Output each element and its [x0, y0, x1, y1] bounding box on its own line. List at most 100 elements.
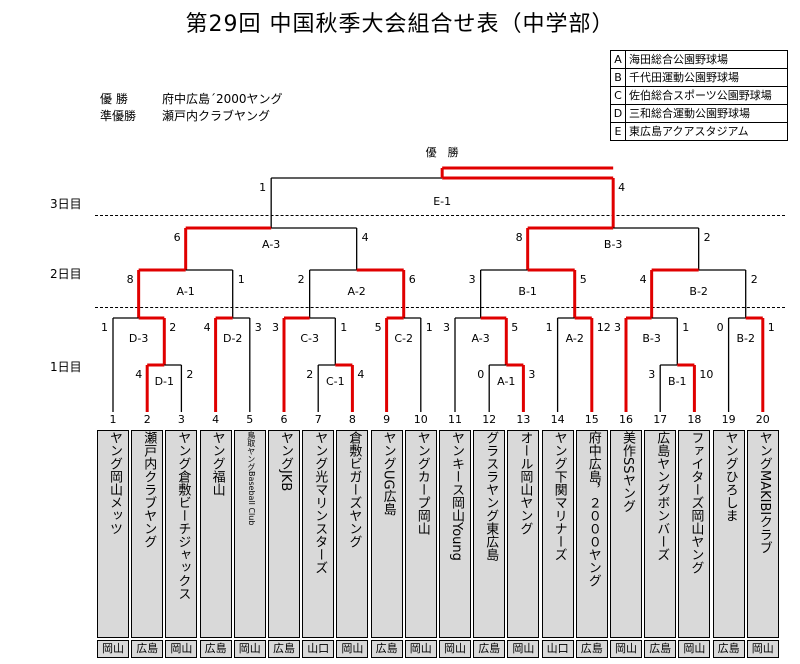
team-name: ヤング下関マリナーズ [551, 431, 567, 561]
team-number: 12 [482, 413, 497, 426]
team-entry: ヤンキース岡山Young [439, 430, 471, 638]
bracket-label: 1 [768, 321, 775, 334]
bracket-label: B-1 [668, 375, 687, 388]
bracket-label: 3 [443, 321, 450, 334]
bracket-label: 2 [704, 231, 711, 244]
team-entry: ヤング福山 [199, 430, 232, 638]
bracket-label: B-2 [689, 285, 708, 298]
bracket-label: B-3 [642, 332, 661, 345]
day-label-1: 1日目 [50, 360, 82, 374]
bracket-label: 2 [751, 273, 758, 286]
bracket-label: 1 [259, 181, 266, 194]
bracket-label: 4 [640, 273, 647, 286]
bracket-label: 6 [409, 273, 416, 286]
bracket-label: B-2 [736, 332, 755, 345]
bracket-label: 5 [580, 273, 587, 286]
team-entry: グラスラヤング東広島 [473, 430, 506, 638]
bracket-label: A-2 [348, 285, 366, 298]
team-name: オール岡山ヤング [517, 431, 533, 535]
result-team: 府中広島´2000ヤング [162, 92, 283, 106]
bracket-label: B-3 [604, 238, 623, 251]
bracket-label: 3 [255, 321, 262, 334]
team-entry: 鳥取ヤングBaseball Club [233, 430, 266, 638]
bracket-label: 2 [169, 321, 176, 334]
page-title: 第29回 中国秋季大会組合せ表（中学部） [185, 12, 615, 37]
team-name: ヤングJKB [278, 431, 293, 492]
team-entry: ファイターズ岡山ヤング [678, 430, 711, 638]
team-name: 瀬戸内クラブヤング [141, 431, 157, 548]
venue-code: A [611, 51, 626, 68]
team-number: 14 [550, 413, 565, 426]
team-name: グラスラヤング東広島 [483, 431, 499, 561]
team-number: 2 [143, 413, 151, 426]
bracket-label: 3 [469, 273, 476, 286]
day-divider [95, 215, 785, 216]
day-label-3: 3日目 [50, 197, 82, 211]
team-prefecture: 岡山 [404, 640, 437, 658]
bracket-label: C-1 [326, 375, 345, 388]
team-number: 7 [314, 413, 322, 426]
team-prefecture: 岡山 [336, 640, 369, 658]
team-number: 8 [348, 413, 356, 426]
bracket-label: 2 [186, 368, 193, 381]
bracket-label: 4 [204, 321, 211, 334]
team-name: 鳥取ヤングBaseball Club [246, 431, 256, 526]
team-prefecture: 広島 [370, 640, 403, 658]
bracket-label: 5 [511, 321, 518, 334]
team-prefecture: 広島 [131, 640, 164, 658]
team-entry: ヤングUG広島 [370, 430, 403, 638]
team-entry: オール岡山ヤング [507, 430, 540, 638]
result-label: 準優勝 [100, 109, 137, 123]
bracket-label: 10 [699, 368, 713, 381]
team-name: ヤング岡山メッツ [107, 431, 122, 535]
bracket-label: D-1 [155, 375, 174, 388]
team-name: 広島ヤングボンバーズ [654, 431, 670, 561]
bracket-label: 1 [426, 321, 433, 334]
bracket-label: 3 [614, 321, 621, 334]
team-name: ファイターズ岡山ヤング [688, 431, 704, 574]
team-entry: ヤング岡山メッツ [97, 430, 129, 638]
team-prefecture: 広島 [268, 640, 300, 658]
team-name: ヤング福山 [209, 431, 225, 496]
team-number: 5 [246, 413, 254, 426]
team-name: ヤング倉敷ビーチジャックス [175, 431, 191, 600]
venue-code: C [611, 87, 626, 104]
bracket-label: 1 [340, 321, 347, 334]
team-prefecture: 岡山 [165, 640, 198, 658]
day-divider [95, 307, 785, 308]
team-number: 3 [177, 413, 185, 426]
team-entry: 倉敷ビガーズヤング [336, 430, 369, 638]
bracket-label: A-2 [566, 332, 584, 345]
result-label: 優 勝 [100, 92, 128, 106]
team-prefecture: 岡山 [507, 640, 540, 658]
bracket-label: A-1 [497, 375, 515, 388]
team-number: 11 [448, 413, 462, 426]
team-entry: ヤングひろしま [712, 430, 745, 638]
team-prefecture: 山口 [302, 640, 335, 658]
team-entry: ヤング光マリンスターズ [302, 430, 335, 638]
team-entry: ヤング倉敷ビーチジャックス [165, 430, 198, 638]
venue-name: 三和総合運動公園野球場 [629, 107, 750, 120]
runnerup-result: 準優勝瀬戸内クラブヤング [100, 107, 270, 124]
bracket-label: 3 [648, 368, 655, 381]
bracket-label: B-1 [518, 285, 537, 298]
team-entry: 広島ヤングボンバーズ [644, 430, 677, 638]
team-number: 13 [516, 413, 531, 426]
team-entry: 瀬戸内クラブヤング [131, 430, 164, 638]
team-prefecture: 広島 [575, 640, 608, 658]
team-entry: 府中広島，２０００ヤング [575, 430, 608, 638]
champion-result: 優 勝 府中広島´2000ヤング [100, 90, 283, 107]
bracket-label: 6 [174, 231, 181, 244]
team-number: 18 [687, 413, 702, 426]
team-name: 美作SSヤング [620, 431, 635, 513]
bracket-label: C-2 [394, 332, 413, 345]
bracket-label: 12 [597, 321, 611, 334]
bracket-lines [112, 166, 765, 412]
team-name: ヤング光マリンスターズ [312, 431, 328, 574]
team-number: 16 [619, 413, 633, 426]
bracket-label: 4 [618, 181, 625, 194]
